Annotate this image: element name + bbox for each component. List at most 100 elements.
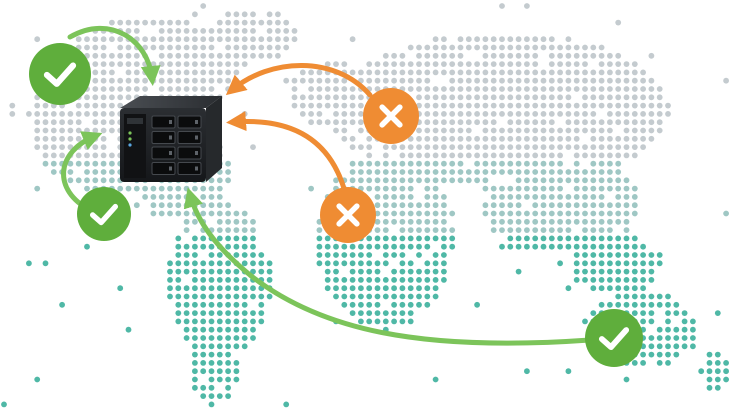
- map-dot: [490, 94, 497, 101]
- map-dot: [358, 310, 364, 316]
- map-dot: [598, 127, 605, 134]
- map-dot: [366, 285, 373, 292]
- map-dot: [67, 177, 74, 184]
- map-dot: [714, 310, 721, 316]
- map-dot: [590, 86, 597, 92]
- map-dot: [84, 152, 90, 159]
- map-dot: [656, 94, 663, 101]
- map-dot: [532, 177, 539, 184]
- map-dot: [341, 285, 348, 292]
- map-dot: [640, 252, 646, 258]
- map-dot: [474, 119, 480, 126]
- map-dot: [133, 28, 140, 34]
- map-dot: [225, 360, 232, 366]
- map-dot: [341, 102, 348, 109]
- map-dot: [291, 77, 298, 84]
- map-dot: [241, 252, 248, 258]
- map-dot: [441, 36, 447, 43]
- world-map-dots: [1, 3, 729, 408]
- map-dot: [665, 326, 671, 333]
- map-dot: [125, 86, 132, 92]
- map-dot: [565, 61, 572, 67]
- map-dot: [648, 111, 655, 117]
- map-dot: [84, 160, 90, 167]
- map-dot: [582, 252, 588, 258]
- map-dot: [391, 277, 397, 283]
- map-dot: [482, 86, 489, 92]
- map-dot: [291, 86, 298, 92]
- map-dot: [399, 69, 406, 76]
- map-dot: [465, 86, 472, 92]
- map-dot: [374, 160, 381, 167]
- map-dot: [548, 135, 555, 142]
- map-dot: [490, 144, 497, 151]
- map-dot: [125, 19, 132, 26]
- map-dot: [366, 135, 373, 142]
- map-dot: [490, 119, 497, 126]
- map-dot: [225, 19, 232, 26]
- map-dot: [366, 293, 373, 300]
- map-dot: [665, 335, 671, 341]
- map-dot: [532, 185, 539, 192]
- map-dot: [399, 160, 406, 167]
- drive-bay: [177, 162, 202, 175]
- map-dot: [631, 102, 638, 109]
- map-dot: [424, 152, 431, 159]
- map-dot: [714, 384, 721, 391]
- map-dot: [449, 135, 456, 142]
- map-dot: [615, 169, 622, 175]
- map-dot: [656, 127, 663, 134]
- map-dot: [208, 384, 215, 391]
- map-dot: [524, 218, 530, 225]
- map-dot: [374, 177, 381, 184]
- map-dot: [233, 310, 240, 316]
- map-dot: [714, 376, 721, 383]
- map-dot: [598, 235, 605, 242]
- map-dot: [565, 235, 572, 242]
- map-dot: [374, 210, 381, 217]
- map-dot: [225, 210, 232, 217]
- map-dot: [192, 61, 198, 67]
- map-dot: [532, 202, 539, 209]
- map-dot: [499, 127, 505, 134]
- map-dot: [183, 260, 190, 267]
- map-dot: [175, 301, 182, 308]
- map-dot: [208, 318, 215, 325]
- map-dot: [499, 152, 505, 159]
- map-dot: [573, 235, 580, 242]
- map-dot: [490, 194, 497, 200]
- map-dot: [515, 194, 522, 200]
- map-dot: [216, 61, 223, 67]
- map-dot: [50, 169, 57, 175]
- map-dot: [358, 177, 364, 184]
- map-dot: [640, 285, 646, 292]
- map-dot: [524, 160, 530, 167]
- map-dot: [565, 218, 572, 225]
- map-dot: [665, 310, 671, 316]
- map-dot: [557, 160, 563, 167]
- map-dot: [565, 44, 572, 51]
- map-dot: [432, 152, 439, 159]
- map-dot: [532, 94, 539, 101]
- map-dot: [482, 135, 489, 142]
- map-dot: [75, 111, 82, 117]
- map-dot: [208, 293, 215, 300]
- map-dot: [449, 169, 456, 175]
- map-dot: [42, 152, 49, 159]
- map-dot: [457, 119, 464, 126]
- map-dot: [631, 260, 638, 267]
- map-dot: [167, 28, 173, 34]
- map-dot: [648, 94, 655, 101]
- map-dot: [192, 343, 198, 350]
- map-dot: [34, 36, 41, 43]
- map-dot: [640, 318, 646, 325]
- map-dot: [424, 77, 431, 84]
- map-dot: [208, 28, 215, 34]
- map-dot: [167, 268, 173, 275]
- map-dot: [399, 144, 406, 151]
- map-dot: [598, 77, 605, 84]
- map-dot: [407, 210, 414, 217]
- map-dot: [183, 36, 190, 43]
- map-dot: [34, 102, 41, 109]
- map-dot: [167, 69, 173, 76]
